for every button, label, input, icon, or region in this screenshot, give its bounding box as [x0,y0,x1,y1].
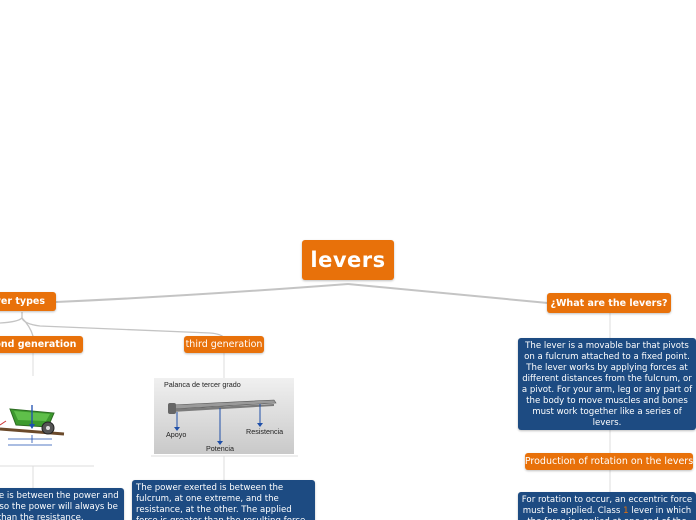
tweezers-diagram: Palanca de tercer grado Apoyo Potencia R… [154,378,294,454]
second-generation-text: the resistance is between the power and … [0,491,119,520]
lever-types-node[interactable]: lever types [0,292,56,311]
second-generation-note: the resistance is between the power and … [0,488,124,520]
what-are-levers-note: The lever is a movable bar that pivots o… [518,338,696,430]
production-text-end: lever in which the force is applied at o… [527,506,692,520]
resistance-label: Resistencia [246,427,283,436]
third-class-lever-image: Palanca de tercer grado Apoyo Potencia R… [154,378,294,454]
second-generation-label: second generation [0,339,77,350]
third-generation-label: third generation [185,339,263,350]
what-are-levers-text: The lever is a movable bar that pivots o… [521,341,693,428]
production-rotation-node[interactable]: Production of rotation on the levers [525,453,693,470]
second-generation-node[interactable]: second generation [0,336,83,353]
lever-types-label: lever types [0,296,45,307]
what-are-levers-node[interactable]: ¿What are the levers? [547,293,671,313]
root-title: levers [310,248,386,272]
what-are-levers-label: ¿What are the levers? [550,297,668,309]
third-generation-note: The power exerted is between the fulcrum… [132,480,315,520]
production-rotation-note: For rotation to occur, an eccentric forc… [518,492,696,520]
production-text-highlight: 1 [623,506,629,516]
production-rotation-label: Production of rotation on the levers [524,456,694,467]
third-generation-node[interactable]: third generation [184,336,264,353]
wheelbarrow-image [0,377,90,463]
image-title: Palanca de tercer grado [164,380,241,389]
production-text-start: For rotation to occur, an eccentric forc… [521,495,693,516]
power-label: Potencia [206,444,234,453]
third-generation-text: The power exerted is between the fulcrum… [136,483,308,520]
root-node[interactable]: levers [302,240,394,280]
wheelbarrow-icon [0,377,90,463]
support-label: Apoyo [166,430,186,439]
